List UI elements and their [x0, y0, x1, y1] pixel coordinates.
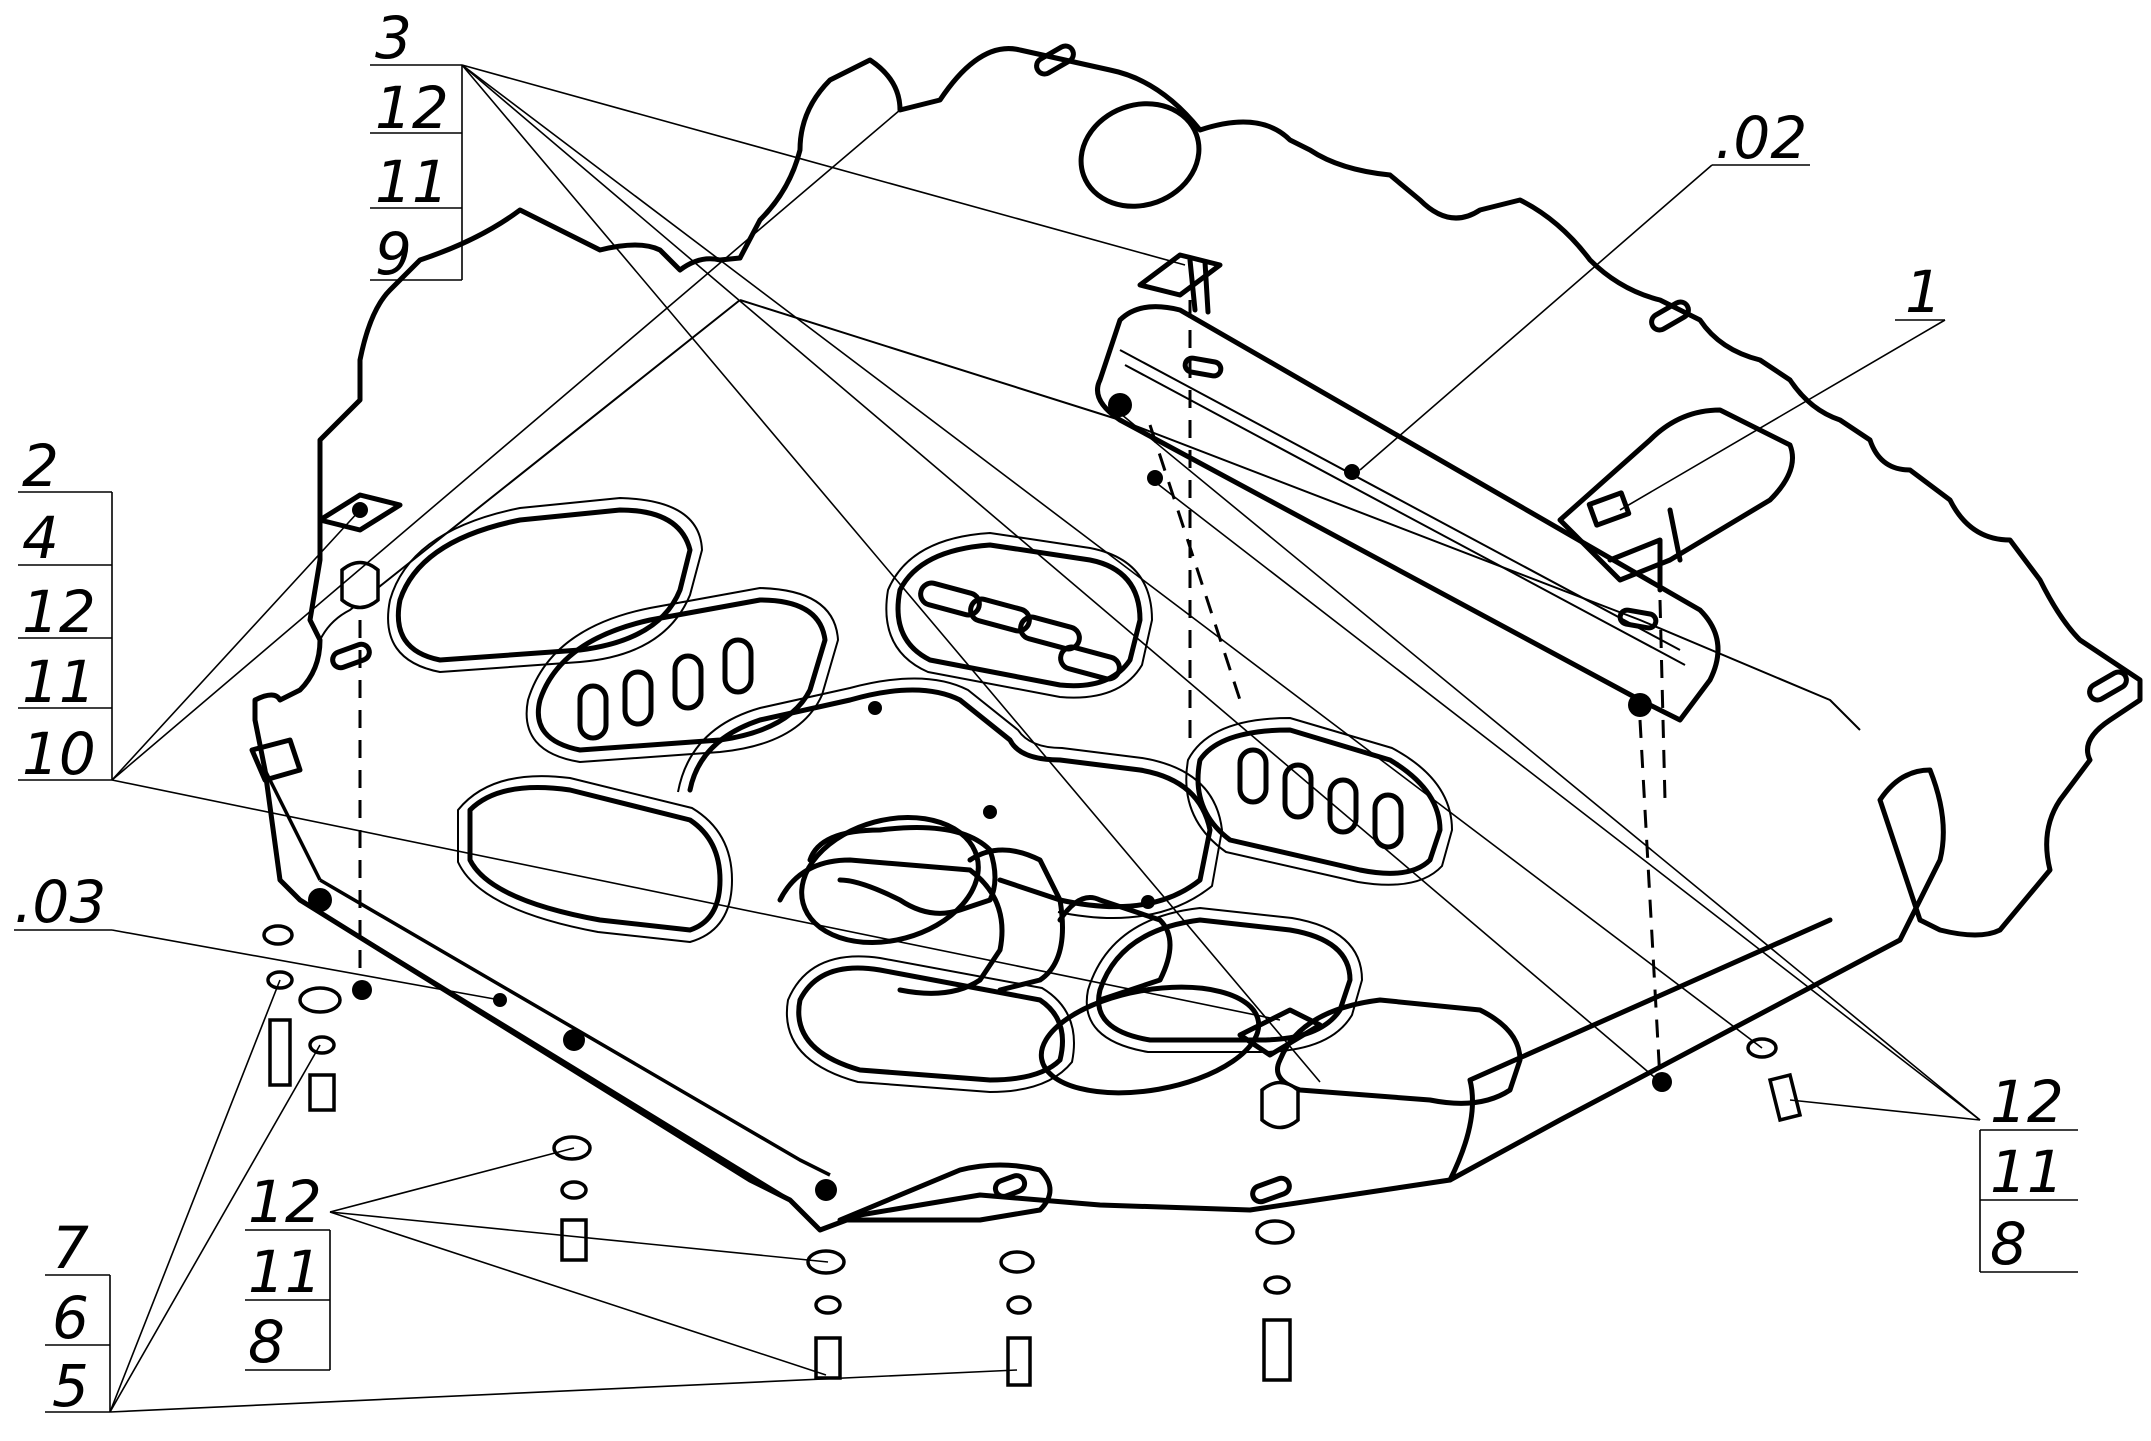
ventilation-cutouts: [387, 101, 1523, 1106]
callout-stack-right: 12 11 8: [1979, 1068, 2078, 1278]
callout-label: 8: [1990, 1210, 2027, 1278]
callout-label: 5: [52, 1352, 89, 1420]
callout-label: 11: [375, 148, 449, 216]
bolt-stack-right: [1652, 1037, 1803, 1123]
skid-plate-body: [252, 46, 2143, 1233]
callout-part-03: .03: [14, 868, 112, 936]
callout-label: 12: [248, 1168, 322, 1236]
callout-label: 7: [52, 1214, 89, 1282]
callout-label: 1: [1905, 258, 1942, 326]
bolt-stack-front-4: [1255, 1219, 1295, 1382]
callout-label: .02: [1715, 104, 1807, 172]
callout-label: 4: [22, 504, 59, 572]
tab-bracket-1: [1557, 407, 1795, 593]
bolt-stack-left: [262, 888, 372, 1112]
callout-label: 8: [248, 1308, 285, 1376]
mounting-slots: [330, 43, 2129, 1205]
callout-label: .03: [14, 868, 106, 936]
callout-label: 9: [375, 220, 412, 288]
callout-stack-top: 3 12 11 9: [370, 4, 463, 288]
callout-label: 2: [22, 432, 59, 500]
rear-standoff-bracket: [1137, 252, 1223, 315]
callout-label: 11: [1990, 1138, 2064, 1206]
center-tab-bracket: [1237, 1007, 1323, 1130]
bolt-stack-front-1: [552, 1029, 592, 1262]
callout-part-02: .02: [1712, 104, 1810, 172]
callout-stack-bottom-left: 7 6 5: [45, 1214, 111, 1420]
left-standoff-bracket: [249, 492, 403, 783]
callout-label: 6: [52, 1284, 89, 1352]
front-tab-bracket: [837, 1162, 1053, 1223]
callout-label: 12: [1990, 1068, 2064, 1136]
callout-label: 3: [375, 4, 412, 72]
bolt-stack-front-2: [806, 1179, 846, 1380]
crossmember-bracket: [1095, 304, 1721, 723]
callout-part-1: 1: [1895, 258, 1945, 326]
callout-label: 12: [375, 74, 449, 142]
callout-label: 10: [22, 720, 96, 788]
assembly-axis-lines: [358, 300, 1667, 1081]
bolt-stack-front-3: [999, 1250, 1035, 1387]
callout-label: 12: [22, 578, 96, 646]
callout-label: 11: [22, 648, 96, 716]
callout-stack-middle: 12 11 8: [245, 1168, 331, 1376]
callout-label: 11: [248, 1238, 322, 1306]
leader-lines: [109, 64, 1981, 1413]
callout-stack-left: 2 4 12 11 10: [18, 432, 113, 788]
